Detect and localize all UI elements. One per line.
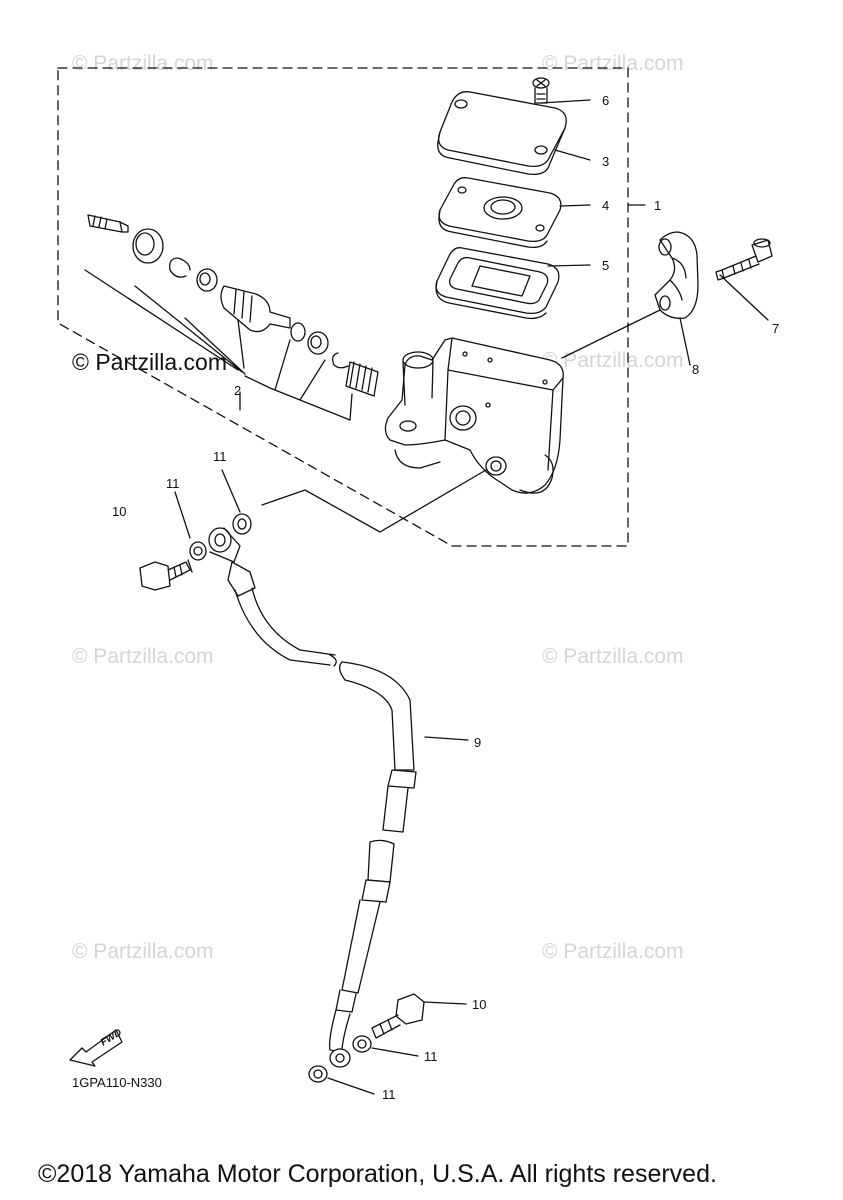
callout-9: 9 bbox=[474, 735, 482, 750]
watermark: © Partzilla.com bbox=[542, 940, 684, 963]
watermark: © Partzilla.com bbox=[72, 52, 214, 75]
callout-1: 1 bbox=[654, 198, 662, 213]
watermark: © Partzilla.com bbox=[542, 52, 684, 75]
callout-8: 8 bbox=[692, 362, 700, 377]
watermark: © Partzilla.com bbox=[542, 645, 684, 668]
callout-11: 11 bbox=[213, 449, 227, 464]
banjo-bolt-10-top bbox=[139, 559, 193, 591]
bolt-7 bbox=[715, 238, 773, 281]
assembly-boundary bbox=[57, 67, 629, 547]
callout-4: 4 bbox=[602, 198, 610, 213]
diagram-code: 1GPA110-N330 bbox=[72, 1075, 162, 1090]
diaphragm-plate-4 bbox=[438, 177, 562, 249]
callout-6: 6 bbox=[602, 93, 610, 108]
callout-10: 10 bbox=[472, 997, 487, 1012]
piston-kit-2 bbox=[84, 214, 379, 421]
callout-11: 11 bbox=[424, 1049, 438, 1064]
callout-11: 11 bbox=[382, 1087, 396, 1102]
brake-hose-9 bbox=[208, 527, 417, 1068]
watermark: © Partzilla.com bbox=[542, 349, 684, 372]
callout-10: 10 bbox=[112, 504, 127, 519]
screw-6 bbox=[532, 77, 550, 151]
holder-8 bbox=[654, 231, 699, 319]
watermark: © Partzilla.com bbox=[72, 645, 214, 668]
watermark-prominent: © Partzilla.com bbox=[72, 349, 227, 375]
watermark: © Partzilla.com bbox=[72, 940, 214, 963]
callout-11: 11 bbox=[166, 476, 180, 491]
callout-7: 7 bbox=[772, 321, 780, 336]
callout-2: 2 bbox=[234, 383, 242, 398]
master-cylinder-body bbox=[384, 337, 564, 494]
reservoir-cap-3 bbox=[437, 91, 567, 176]
diaphragm-5 bbox=[435, 247, 560, 320]
fwd-arrow-icon bbox=[69, 1029, 123, 1067]
copyright-notice: ©2018 Yamaha Motor Corporation, U.S.A. A… bbox=[38, 1160, 717, 1188]
banjo-bolt-10-bottom bbox=[371, 993, 467, 1039]
callout-5: 5 bbox=[602, 258, 610, 273]
callout-3: 3 bbox=[602, 154, 610, 169]
